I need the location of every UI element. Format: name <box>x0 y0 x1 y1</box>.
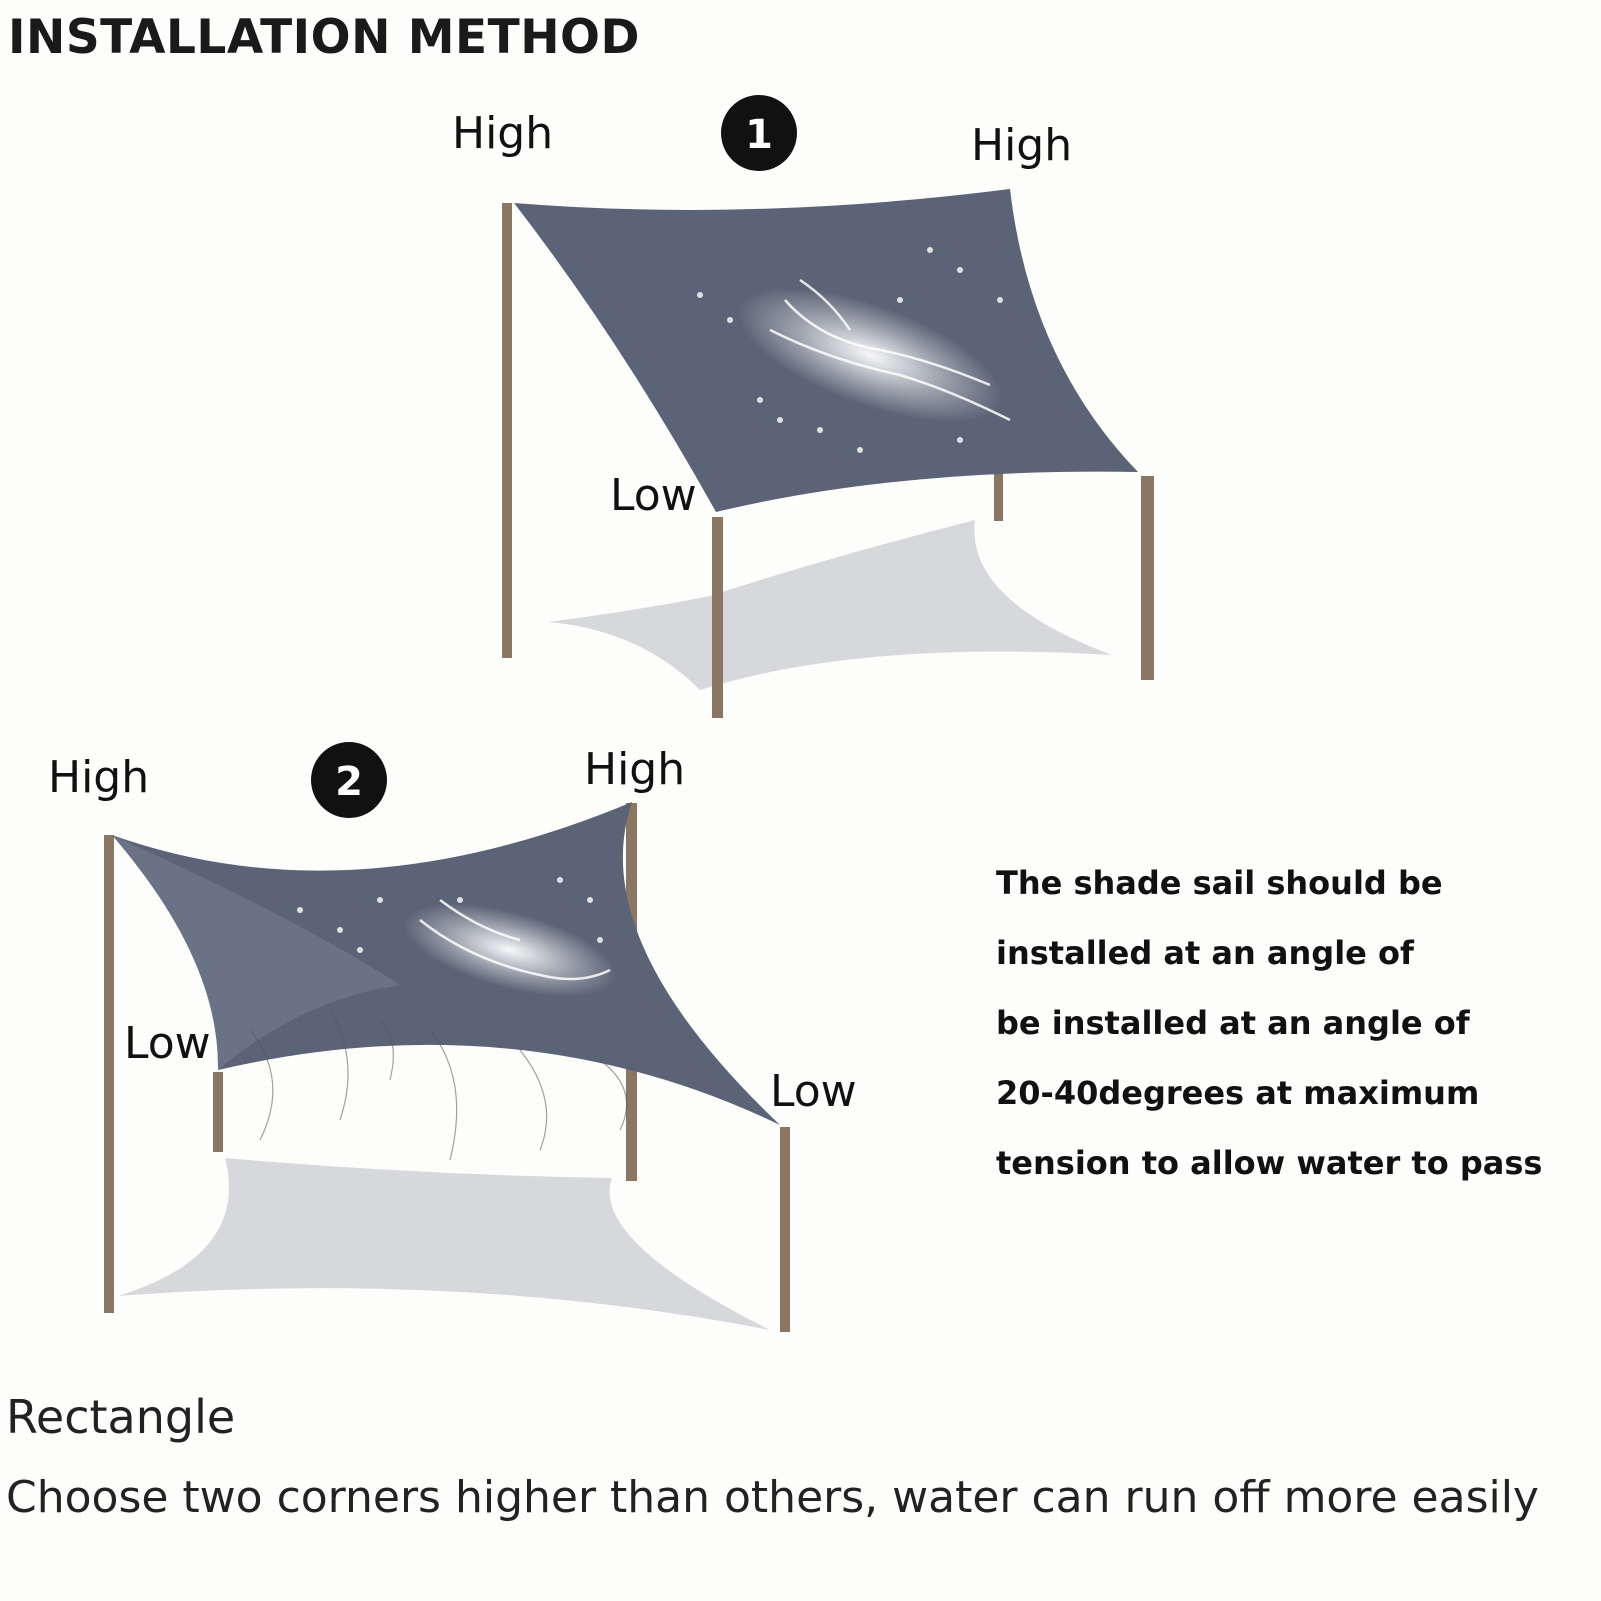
sail-2-fold <box>112 835 400 1070</box>
water-streaks-below-2 <box>249 1009 628 1161</box>
pole-back-left <box>502 203 512 658</box>
label-high-right-2: High <box>584 744 685 795</box>
pole-front-right <box>1141 476 1154 680</box>
description: Choose two corners higher than others, w… <box>6 1472 1539 1523</box>
pole-front-low-left <box>213 1072 223 1152</box>
water-streaks-2 <box>419 898 611 981</box>
step-2-number: 2 <box>335 759 363 805</box>
pole-back-high-left <box>104 835 114 1313</box>
diagram-1: 1 High High Low <box>452 95 1154 718</box>
label-high-right-1: High <box>971 120 1072 171</box>
note-line: be installed at an angle of <box>996 1004 1470 1042</box>
step-1-badge <box>721 95 797 171</box>
pole-front-low-right <box>780 1127 790 1332</box>
note-line: tension to allow water to pass <box>996 1144 1543 1182</box>
shadow-2 <box>118 1158 770 1330</box>
water-splash-2 <box>403 903 617 997</box>
label-high-left-2: High <box>48 752 149 803</box>
note-line: The shade sail should be <box>996 864 1443 902</box>
diagram-2: 2 High High Low Low <box>48 742 857 1332</box>
water-streaks-1 <box>769 278 1011 422</box>
step-1-number: 1 <box>745 112 773 158</box>
shape-name: Rectangle <box>6 1390 236 1444</box>
water-drops-2 <box>297 877 603 953</box>
note-line: 20-40degrees at maximum <box>996 1074 1480 1112</box>
pole-front-low <box>712 517 723 718</box>
label-low-right-2: Low <box>770 1066 857 1117</box>
label-low-left-2: Low <box>124 1018 211 1069</box>
step-2-badge <box>311 742 387 818</box>
shadow-1 <box>548 520 1112 690</box>
installation-note: The shade sail should be installed at an… <box>996 848 1596 1198</box>
pole-back-right <box>994 456 1003 521</box>
page-title: INSTALLATION METHOD <box>8 10 641 65</box>
water-drops-1 <box>697 247 1062 542</box>
label-low-1: Low <box>610 470 697 521</box>
note-line: installed at an angle of <box>996 934 1414 972</box>
label-high-left-1: High <box>452 108 553 159</box>
